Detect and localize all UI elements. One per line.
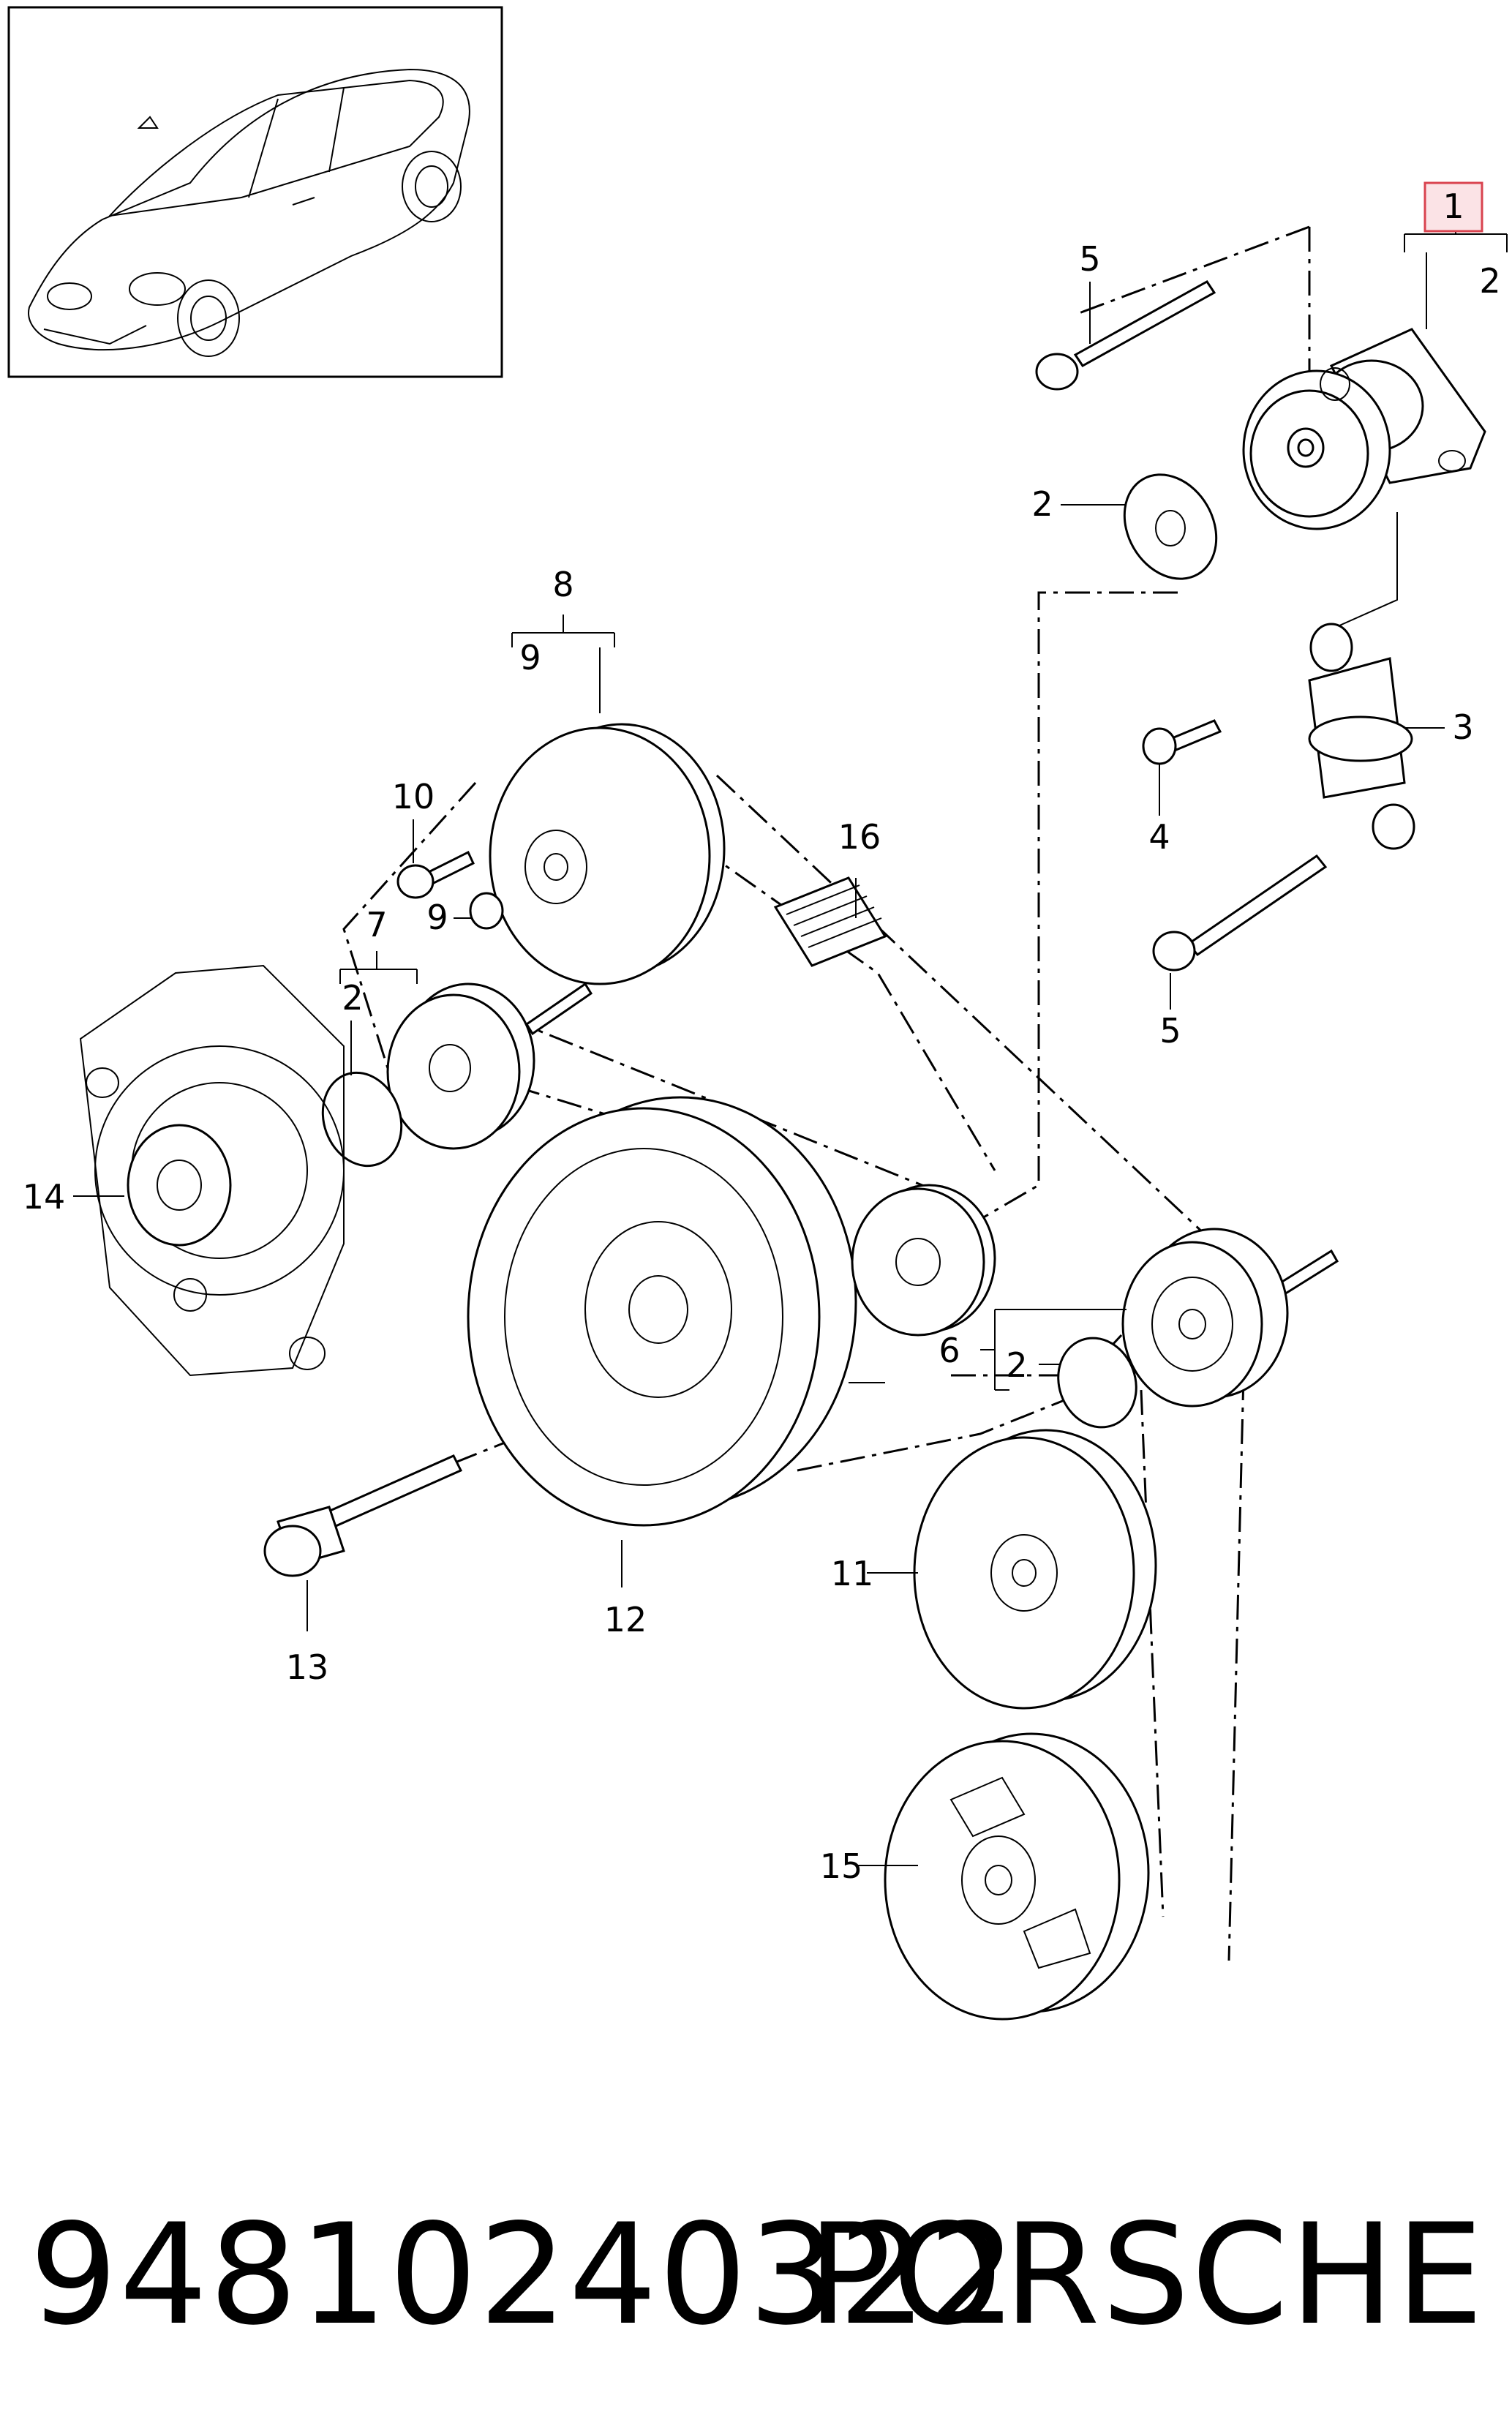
callout-10: 10 xyxy=(392,777,435,816)
damper xyxy=(1308,512,1415,850)
callouts: 1 2 5 2 3 4 5 8 9 16 10 9 7 2 14 6 2 11 … xyxy=(23,187,1501,1886)
callout-9-top: 9 xyxy=(519,638,541,677)
bolt-long-lower xyxy=(1152,854,1328,972)
callout-1: 1 xyxy=(1443,187,1464,226)
footer: 94810240322 PORSCHE xyxy=(29,2195,1485,2356)
ribbed-belt xyxy=(773,876,887,967)
alternator xyxy=(79,964,345,1377)
callout-2-lower: 2 xyxy=(1006,1345,1027,1385)
callout-9: 9 xyxy=(426,898,448,937)
callout-3: 3 xyxy=(1452,707,1473,747)
compressor-pulley xyxy=(884,1732,1150,2021)
callout-5-lower: 5 xyxy=(1159,1011,1181,1051)
bolt-10 xyxy=(396,850,475,899)
vehicle-thumbnail xyxy=(7,6,503,378)
crankshaft-pulley xyxy=(467,1096,857,1527)
idler-pulley-6 xyxy=(1057,1228,1339,1429)
idler-pulley-7 xyxy=(321,982,593,1168)
callout-2-tensioner: 2 xyxy=(1479,261,1500,301)
callout-2-cap: 2 xyxy=(1031,484,1053,524)
callout-6: 6 xyxy=(939,1331,960,1370)
bolt-small xyxy=(1142,719,1222,765)
callout-15: 15 xyxy=(820,1846,863,1886)
callout-7: 7 xyxy=(366,905,387,944)
callout-1-highlight xyxy=(1423,181,1483,233)
brand-name: PORSCHE xyxy=(807,2194,1485,2356)
callout-5-upper: 5 xyxy=(1079,239,1100,279)
callout-13: 13 xyxy=(286,1647,329,1687)
idler-pulley-lower xyxy=(851,1184,996,1337)
bolt-long-upper xyxy=(1035,280,1216,391)
callout-14: 14 xyxy=(23,1177,66,1217)
dust-cap xyxy=(1123,473,1218,580)
flange-bolt xyxy=(263,1454,463,1577)
tensioner-assembly xyxy=(1242,328,1486,530)
callout-16: 16 xyxy=(838,817,881,857)
plug-9 xyxy=(469,892,504,930)
callout-11: 11 xyxy=(831,1554,874,1593)
pulley-11 xyxy=(913,1429,1157,1710)
part-number: 94810240322 xyxy=(29,2194,1018,2356)
callout-12: 12 xyxy=(604,1600,647,1639)
leader-lines xyxy=(73,219,1508,1866)
callout-4: 4 xyxy=(1148,817,1170,857)
callout-8: 8 xyxy=(552,565,573,604)
pulley-8 xyxy=(489,723,726,985)
callout-2-idler: 2 xyxy=(342,978,363,1018)
